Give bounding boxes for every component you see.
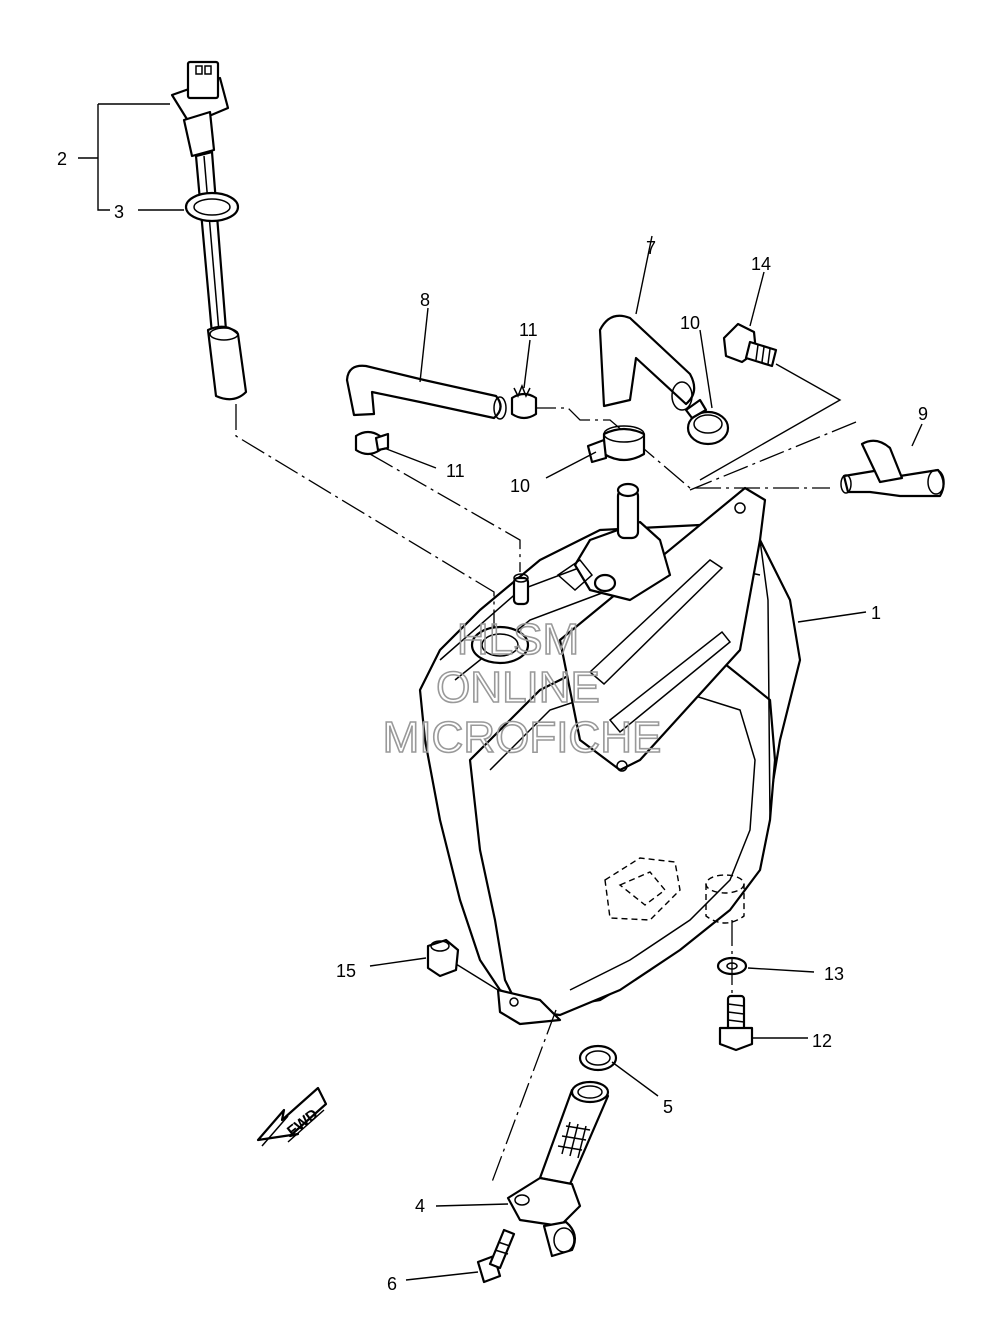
strainer-alignment-line [491, 1009, 557, 1183]
oil-strainer[interactable] [506, 1080, 610, 1258]
watermark-line-2: ONLINE [436, 663, 600, 712]
hose-clamp-10a[interactable] [684, 398, 730, 446]
bolt-12[interactable] [718, 994, 754, 1052]
oil-hose-7[interactable] [598, 314, 696, 411]
callout-9: 9 [918, 404, 928, 424]
bushing-15[interactable] [426, 938, 460, 978]
oil-hose-8[interactable] [345, 364, 507, 420]
bolt14-guide-line [699, 363, 842, 481]
callout-11a: 11 [519, 320, 538, 340]
hose-clamp-10b[interactable] [586, 425, 646, 464]
callout-1: 1 [871, 603, 881, 623]
gauge-alignment-line [235, 404, 495, 628]
watermark-line-3: MICROFICHE [383, 713, 662, 762]
oil-tank[interactable] [418, 482, 802, 1026]
callout-14: 14 [751, 254, 771, 274]
bolt-14[interactable] [722, 322, 778, 368]
hose-clamp-11b[interactable] [354, 430, 390, 456]
hose8-alignment-line [530, 407, 830, 489]
bushing15-line [455, 963, 499, 991]
o-ring-gauge[interactable] [184, 191, 240, 223]
callout-5: 5 [663, 1097, 673, 1117]
clamp11-alignment-line [369, 453, 521, 572]
callout-7: 7 [646, 238, 656, 258]
hose-fitting-9[interactable] [840, 439, 945, 498]
bolt-6[interactable] [476, 1228, 516, 1284]
fitting9-alignment-line [689, 421, 857, 491]
callout-4: 4 [415, 1196, 425, 1216]
callout-6: 6 [387, 1274, 397, 1294]
hose-clamp-11a[interactable] [510, 383, 538, 420]
watermark-line-1: HLSM [457, 615, 579, 664]
leader-lines [78, 103, 923, 1281]
callout-15: 15 [336, 961, 356, 981]
callout-2: 2 [57, 149, 67, 169]
callout-11b: 11 [446, 461, 465, 481]
forward-arrow-icon: FWD [256, 1086, 328, 1147]
callout-10b: 10 [510, 476, 530, 496]
callout-10a: 10 [680, 313, 700, 333]
oil-level-gauge[interactable] [170, 60, 248, 401]
o-ring-5[interactable] [578, 1044, 618, 1072]
callout-labels: 1 2 3 4 5 6 7 8 9 10 10 11 11 12 13 14 1… [57, 149, 928, 1294]
callout-8: 8 [420, 290, 430, 310]
callout-12: 12 [812, 1031, 832, 1051]
callout-3: 3 [114, 202, 124, 222]
callout-13: 13 [824, 964, 844, 984]
watermark: HLSM ONLINE MICROFICHE [382, 614, 662, 763]
